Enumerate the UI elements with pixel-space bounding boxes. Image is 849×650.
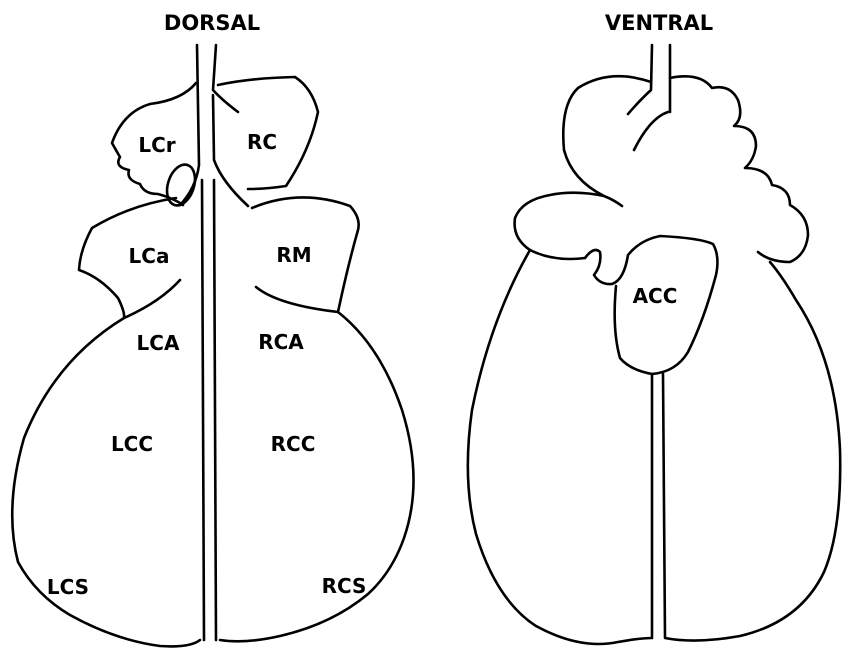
label-rm: RM xyxy=(276,243,311,267)
ventral-lobe-left-cranial xyxy=(515,193,604,259)
dorsal-lobe-rcc xyxy=(220,312,414,641)
dorsal-trachea xyxy=(180,45,248,640)
dorsal-accessory-node xyxy=(162,161,200,209)
label-rcs: RCS xyxy=(322,574,367,598)
ventral-lobe-left-caudal xyxy=(468,250,652,644)
label-lca-upper: LCa xyxy=(129,244,170,268)
ventral-trachea xyxy=(628,45,670,150)
ventral-lobe-right-caudal xyxy=(663,262,840,641)
label-lca: LCA xyxy=(137,331,180,355)
ventral-view: VENTRAL ACC xyxy=(468,11,840,644)
dorsal-title: DORSAL xyxy=(164,11,260,35)
dorsal-view: DORSAL LCr RC LCa RM LCA RCA LCC RCC LCS… xyxy=(12,11,413,646)
label-lcc: LCC xyxy=(111,432,153,456)
label-rcc: RCC xyxy=(271,432,316,456)
ventral-cranial-lobes xyxy=(563,76,808,262)
label-rca: RCA xyxy=(258,330,304,354)
ventral-title: VENTRAL xyxy=(605,11,713,35)
label-lcs: LCS xyxy=(47,575,89,599)
label-acc: ACC xyxy=(633,284,678,308)
label-lcr: LCr xyxy=(138,133,175,157)
label-rc: RC xyxy=(247,130,277,154)
dorsal-lobe-lcc xyxy=(12,318,200,646)
